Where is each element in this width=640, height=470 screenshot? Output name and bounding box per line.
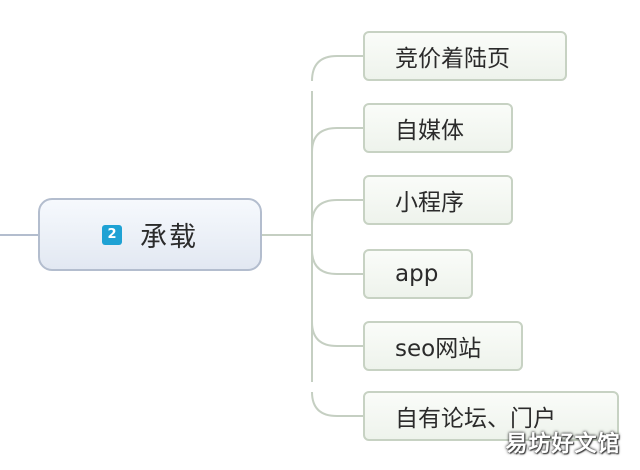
branch-node-app[interactable]: app	[363, 249, 473, 299]
branch-connector-4	[311, 249, 363, 275]
central-topic-label: 承载	[140, 222, 198, 253]
branch-label: 自媒体	[395, 118, 464, 144]
branch-connector-6	[311, 391, 363, 417]
central-topic-node[interactable]: 2 承载	[38, 198, 262, 271]
branch-connector-5	[311, 321, 363, 347]
priority-badge: 2	[102, 224, 122, 245]
branch-connector-2	[311, 127, 363, 153]
branch-label: 竞价着陆页	[395, 46, 510, 72]
branch-node-self-media[interactable]: 自媒体	[363, 103, 513, 153]
branch-connector-1	[311, 55, 363, 82]
watermark: 易坊好文馆	[505, 432, 621, 457]
branch-label: seo网站	[395, 336, 482, 362]
branch-label: 小程序	[395, 190, 464, 216]
branch-node-landing-page[interactable]: 竞价着陆页	[363, 31, 567, 81]
branch-node-seo-site[interactable]: seo网站	[363, 321, 523, 371]
branch-node-forum-portal[interactable]: 自有论坛、门户	[363, 391, 619, 441]
branch-label: app	[395, 261, 439, 287]
branch-connector-3	[311, 199, 363, 225]
branch-label: 自有论坛、门户	[395, 406, 556, 432]
branch-node-mini-program[interactable]: 小程序	[363, 175, 513, 225]
